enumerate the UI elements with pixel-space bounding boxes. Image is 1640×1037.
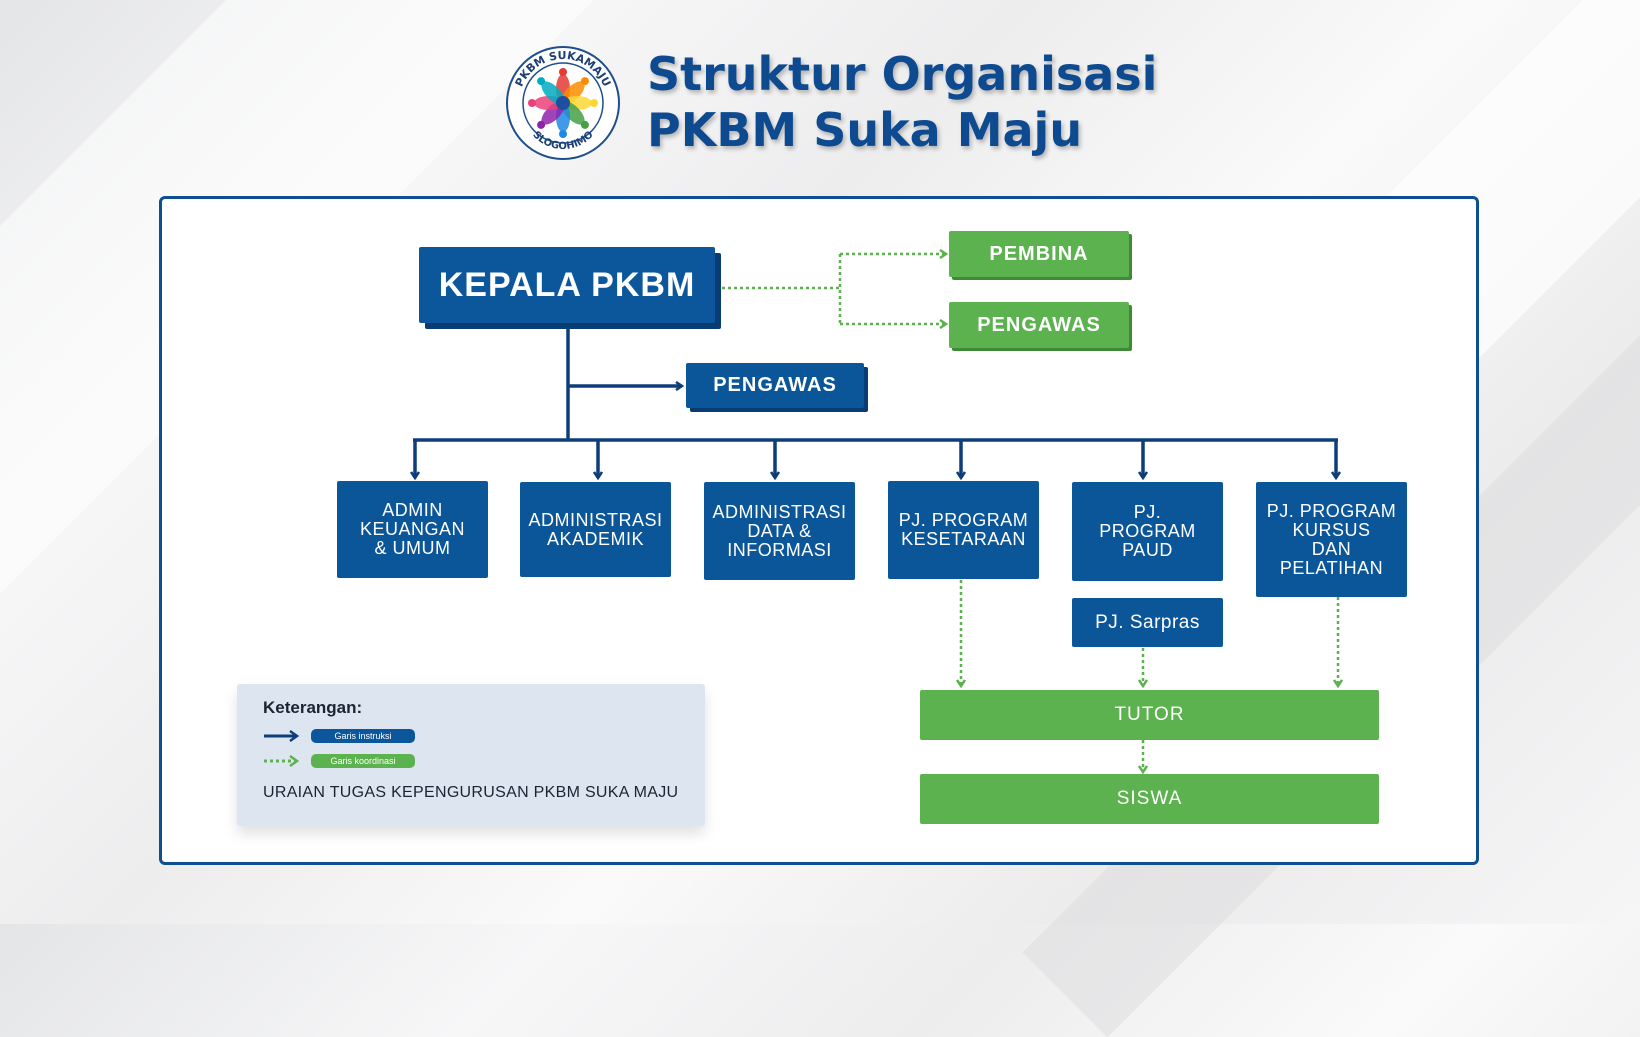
coordination-label: Garis koordinasi bbox=[311, 754, 415, 768]
unit-label: ADMIN KEUANGAN & UMUM bbox=[359, 500, 466, 558]
unit-pj-kesetaraan: PJ. PROGRAM KESETARAAN bbox=[888, 481, 1039, 579]
unit-label: PJ. PROGRAM KESETARAAN bbox=[898, 510, 1029, 549]
legend-title: Keterangan: bbox=[263, 698, 363, 717]
logo-head bbox=[590, 99, 598, 107]
legend-panel: Keterangan: Garis instruksi Garis koordi… bbox=[237, 684, 705, 826]
unit-administrasi-data: ADMINISTRASI DATA & INFORMASI bbox=[704, 482, 855, 580]
unit-admin-keuangan: ADMIN KEUANGAN & UMUM bbox=[337, 481, 488, 578]
advisor-pengawas: PENGAWAS bbox=[949, 302, 1129, 348]
logo-head bbox=[580, 120, 589, 129]
unit-administrasi-akademik: ADMINISTRASI AKADEMIK bbox=[520, 482, 671, 577]
unit-pj-kursus: PJ. PROGRAM KURSUS DAN PELATIHAN bbox=[1256, 482, 1407, 597]
page-header: PKBM SUKAMAJU SLOGOHIMO Struktur Organis… bbox=[505, 42, 1157, 162]
tutor-box: TUTOR bbox=[920, 690, 1379, 740]
logo-head bbox=[580, 77, 589, 86]
legend-description: URAIAN TUGAS KEPENGURUSAN PKBM SUKA MAJU bbox=[263, 784, 679, 801]
logo-center bbox=[556, 96, 570, 110]
pkbm-logo: PKBM SUKAMAJU SLOGOHIMO bbox=[506, 46, 620, 160]
logo-head bbox=[537, 77, 546, 86]
logo-head bbox=[528, 99, 536, 107]
logo-emblem bbox=[528, 68, 598, 138]
logo-head bbox=[537, 120, 546, 129]
logo-head bbox=[559, 68, 567, 76]
legend-instruction: Garis instruksi bbox=[263, 728, 463, 744]
unit-pj-sarpras: PJ. Sarpras bbox=[1072, 598, 1223, 647]
instruction-label: Garis instruksi bbox=[311, 729, 415, 743]
supervisor-pengawas: PENGAWAS bbox=[686, 363, 864, 408]
head-kepala-pkbm: KEPALA PKBM bbox=[419, 247, 715, 323]
unit-label: ADMINISTRASI AKADEMIK bbox=[528, 509, 663, 549]
page-title: Struktur Organisasi PKBM Suka Maju bbox=[647, 46, 1157, 158]
unit-label: ADMINISTRASI DATA & INFORMASI bbox=[712, 501, 847, 560]
advisor-pembina: PEMBINA bbox=[949, 231, 1129, 277]
title-line-2: PKBM Suka Maju bbox=[647, 103, 1083, 157]
siswa-box: SISWA bbox=[920, 774, 1379, 824]
unit-label: PJ. PROGRAM PAUD bbox=[1099, 502, 1196, 560]
unit-label: PJ. PROGRAM KURSUS DAN PELATIHAN bbox=[1266, 500, 1397, 578]
legend-coordination: Garis koordinasi bbox=[263, 753, 463, 769]
coordination-arrow-icon bbox=[264, 754, 300, 768]
logo-head bbox=[559, 130, 567, 138]
instruction-arrow-icon bbox=[264, 729, 300, 743]
unit-pj-paud: PJ. PROGRAM PAUD bbox=[1072, 482, 1223, 581]
title-line-1: Struktur Organisasi bbox=[647, 47, 1158, 101]
